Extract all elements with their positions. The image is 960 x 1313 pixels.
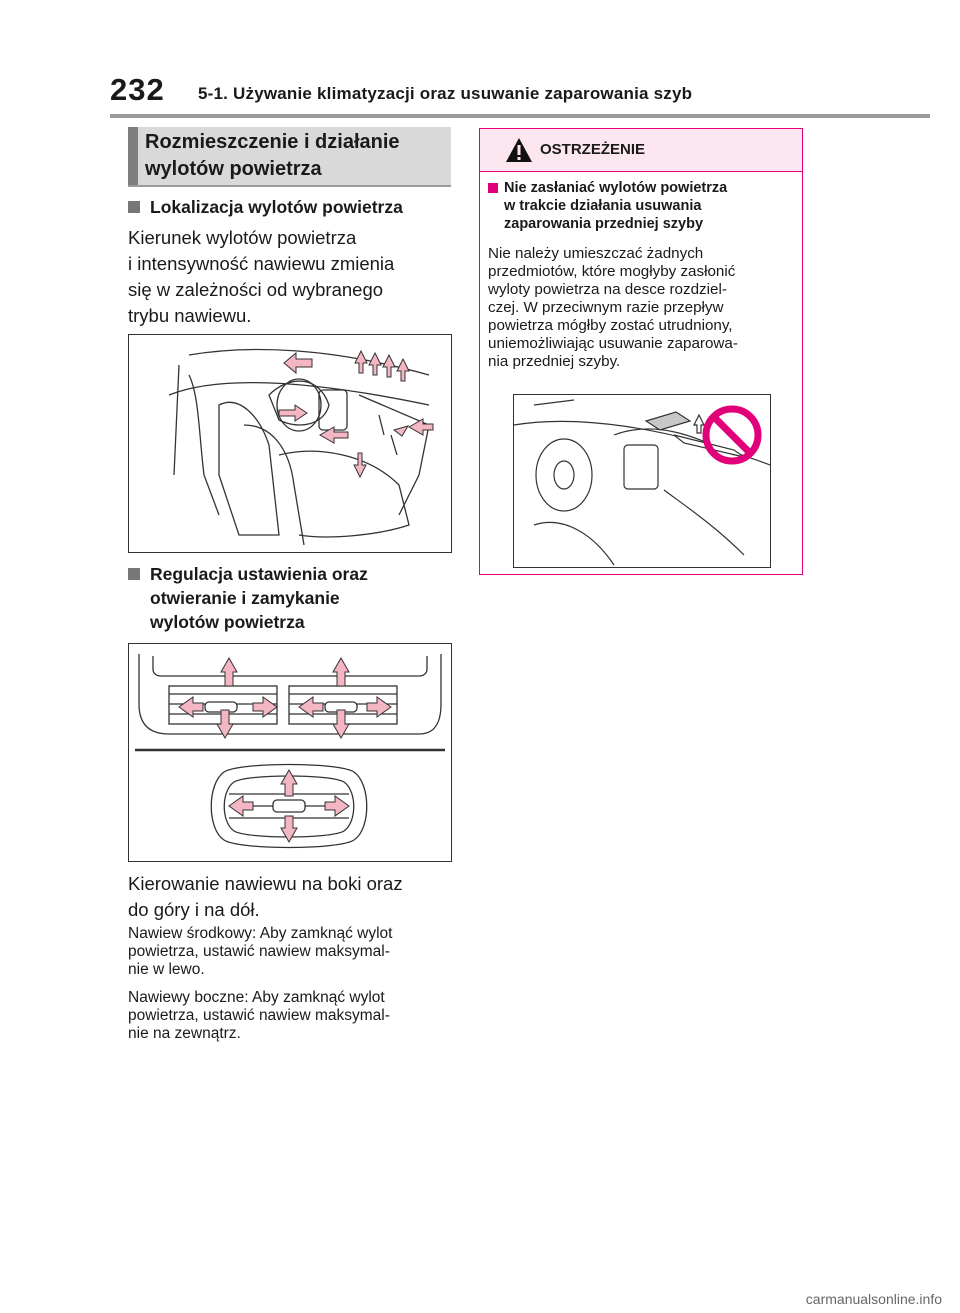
section-title-bar — [128, 127, 138, 185]
warning-body-line: uniemożliwiając usuwanie zaparowa- — [488, 335, 738, 352]
note-line: Nawiew środkowy: Aby zamknąć wylot — [128, 925, 393, 942]
warning-header: OSTRZEŻENIE — [480, 129, 802, 172]
chapter-title: 5-1. Używanie klimatyzacji oraz usuwanie… — [198, 84, 693, 103]
adjust-heading-line: wylotów powietrza — [150, 612, 305, 632]
adjust-heading: Regulacja ustawienia oraz otwieranie i z… — [128, 562, 368, 634]
section-title: Rozmieszczenie i działanie wylotów powie… — [128, 127, 451, 187]
page-header: 232 5-1. Używanie klimatyzacji oraz usuw… — [110, 72, 930, 112]
location-text-line: Kierunek wylotów powietrza — [128, 227, 357, 248]
adjust-text: Kierowanie nawiewu na boki oraz do góry … — [128, 871, 403, 923]
warning-body-line: nia przedniej szyby. — [488, 353, 621, 370]
location-text-line: trybu nawiewu. — [128, 305, 252, 326]
warning-body-line: czej. W przeciwnym razie przepływ — [488, 299, 724, 316]
warning-square-icon — [488, 183, 498, 193]
header-divider — [110, 114, 930, 118]
location-text-line: i intensywność nawiewu zmienia — [128, 253, 395, 274]
adjust-heading-line: Regulacja ustawienia oraz — [150, 564, 368, 584]
note-line: Nawiewy boczne: Aby zamknąć wylot — [128, 989, 385, 1006]
note-line: powietrza, ustawić nawiew maksymal- — [128, 1007, 390, 1024]
section-title-line-2: wylotów powietrza — [145, 158, 322, 180]
location-heading-text: Lokalizacja wylotów powietrza — [150, 197, 403, 217]
section-title-line-1: Rozmieszczenie i działanie — [145, 131, 400, 153]
warning-body-line: Nie należy umieszczać żadnych — [488, 245, 704, 262]
adjust-heading-line: otwieranie i zamykanie — [150, 588, 340, 608]
center-vent-note: Nawiew środkowy: Aby zamknąć wylot powie… — [128, 925, 458, 979]
heading-square-icon — [128, 201, 140, 213]
adjust-text-line: Kierowanie nawiewu na boki oraz — [128, 873, 403, 894]
note-line: nie na zewnątrz. — [128, 1025, 241, 1042]
warning-body-line: przedmiotów, które mogłyby zasłonić — [488, 263, 736, 280]
adjust-text-line: do góry i na dół. — [128, 899, 260, 920]
location-text: Kierunek wylotów powietrza i intensywnoś… — [128, 225, 394, 329]
warning-body-line: wyloty powietrza na desce rozdziel- — [488, 281, 727, 298]
side-vent-note: Nawiewy boczne: Aby zamknąć wylot powiet… — [128, 989, 458, 1043]
warning-subheading: Nie zasłaniać wylotów powietrza w trakci… — [488, 179, 798, 233]
heading-square-icon — [128, 568, 140, 580]
note-line: powietrza, ustawić nawiew maksymal- — [128, 943, 390, 960]
interior-vents-illustration — [128, 334, 452, 553]
warning-triangle-icon — [506, 138, 532, 162]
blocked-vent-illustration — [513, 394, 771, 568]
warning-body: Nie należy umieszczać żadnych przedmiotó… — [488, 245, 798, 371]
location-heading: Lokalizacja wylotów powietrza — [128, 195, 403, 219]
warning-box: OSTRZEŻENIE Nie zasłaniać wylotów powiet… — [479, 128, 803, 575]
footer-watermark: carmanualsonline.info — [805, 1291, 942, 1307]
warning-sub-line: Nie zasłaniać wylotów powietrza — [504, 180, 728, 196]
note-line: nie w lewo. — [128, 961, 205, 978]
page-number: 232 — [110, 72, 165, 107]
warning-sub-line: zaparowania przedniej szyby — [504, 216, 704, 232]
warning-sub-line: w trakcie działania usuwania — [504, 198, 702, 214]
warning-title: OSTRZEŻENIE — [540, 141, 646, 158]
warning-body-line: powietrza mógłby zostać utrudniony, — [488, 317, 733, 334]
section-title-text: Rozmieszczenie i działanie wylotów powie… — [145, 129, 400, 183]
location-text-line: się w zależności od wybranego — [128, 279, 384, 300]
vent-adjustment-illustration — [128, 643, 452, 862]
